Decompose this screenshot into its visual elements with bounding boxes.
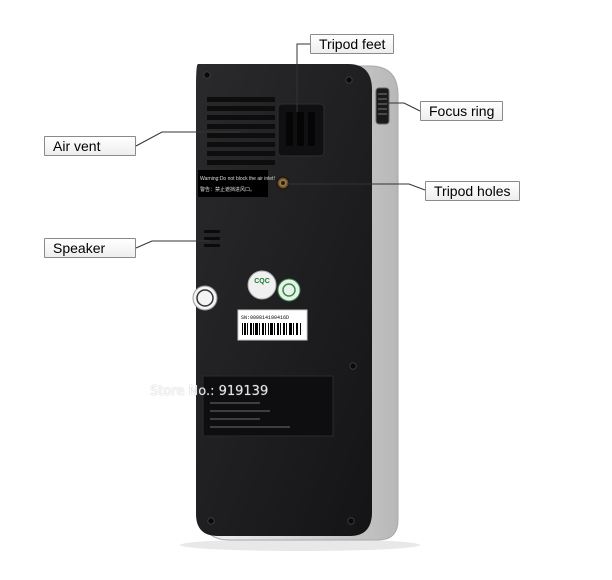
callout-tripod-feet-label: Tripod feet	[319, 36, 386, 52]
cqc-badge-label: CQC	[254, 278, 270, 285]
callout-focus-ring-label: Focus ring	[429, 103, 495, 119]
tripod-hole-center	[281, 181, 285, 185]
screw-icon	[345, 76, 353, 84]
store-watermark: Store No.: 919139	[150, 384, 269, 399]
cqc-badge	[247, 270, 277, 300]
screw-icon	[207, 517, 215, 525]
callout-focus-ring: Focus ring	[420, 101, 504, 121]
leader-speaker	[135, 240, 210, 249]
serial-number: SN:000814190416D	[241, 315, 289, 321]
screw-icon	[349, 362, 357, 370]
tripod-foot	[277, 103, 325, 157]
air-vent-grille	[207, 97, 275, 165]
callout-tripod-feet: Tripod feet	[310, 34, 395, 54]
leader-tripod-holes	[287, 183, 426, 191]
warning-text-en: Warning:Do not block the air inlet!	[200, 176, 275, 182]
leader-lines	[135, 43, 426, 249]
ccc-badge-ring	[282, 283, 296, 297]
seal-ring	[196, 289, 214, 307]
warning-sticker	[198, 170, 268, 197]
warning-text-cn: 警告：禁止遮挡进风口。	[200, 186, 255, 193]
callout-speaker: Speaker	[44, 238, 136, 258]
screw-icon	[347, 517, 355, 525]
callout-tripod-holes: Tripod holes	[425, 181, 520, 201]
screw-icon	[203, 71, 211, 79]
focus-ring-ridges	[378, 93, 387, 115]
callout-tripod-holes-label: Tripod holes	[434, 183, 511, 199]
callout-air-vent-label: Air vent	[53, 138, 101, 154]
barcode	[242, 323, 301, 335]
leader-tripod-feet	[296, 43, 310, 112]
ccc-badge	[277, 278, 301, 302]
callout-air-vent: Air vent	[44, 136, 136, 156]
callout-speaker-label: Speaker	[53, 240, 106, 256]
leader-air-vent	[135, 131, 240, 147]
floor-shadow	[180, 539, 420, 551]
leader-focus-ring	[387, 102, 421, 112]
speaker-grille	[204, 230, 220, 247]
spec-plate-lines	[210, 402, 290, 428]
